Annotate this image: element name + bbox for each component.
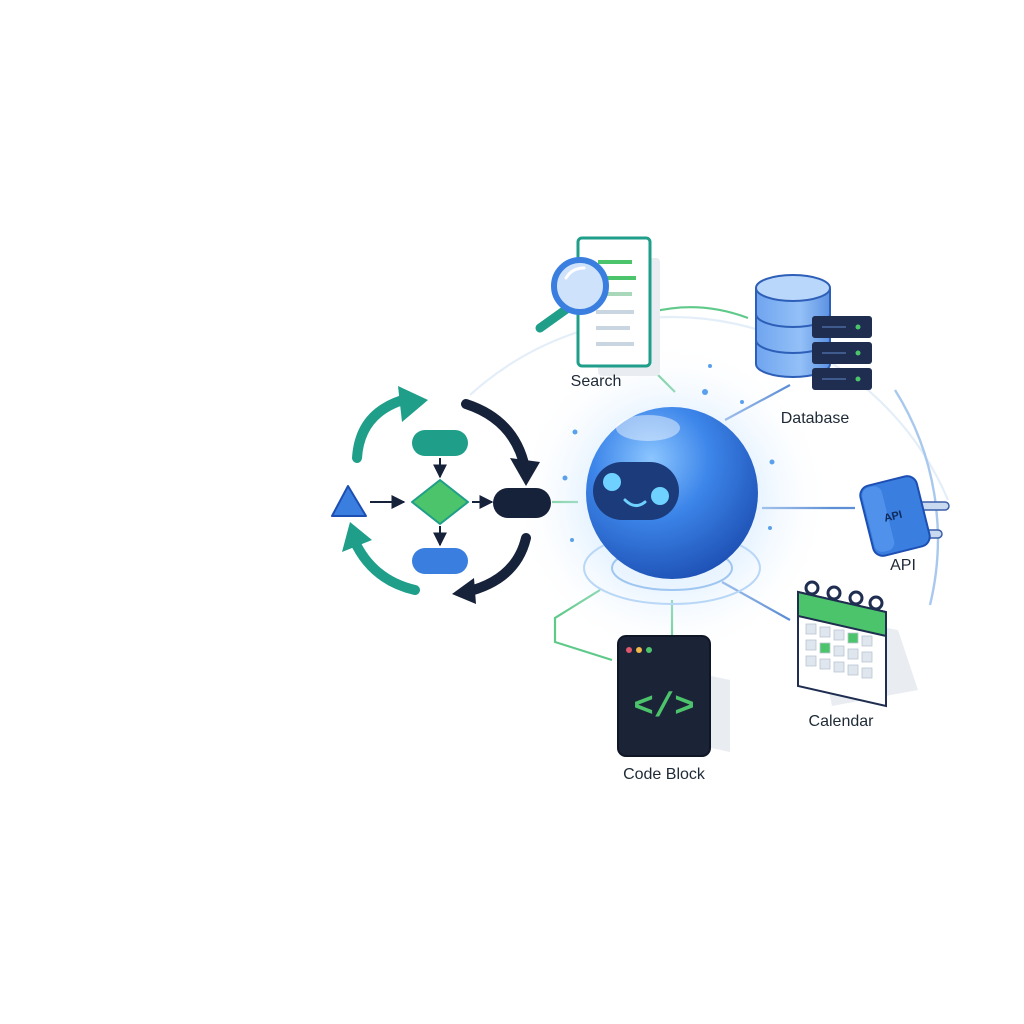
robot-face-orb-icon (593, 462, 679, 520)
flow-pill-bottom (412, 548, 468, 574)
agent-orb (512, 340, 832, 660)
calendar-icon (797, 580, 918, 708)
sparkle-dots (562, 364, 775, 542)
connector-search (651, 306, 749, 320)
api-plug-icon: API (859, 475, 950, 557)
tool-code-block: </> Code Block (617, 635, 730, 783)
search-label: Search (571, 373, 622, 390)
orbit-ring (469, 315, 950, 501)
calendar-grid (805, 623, 873, 679)
cycle-arrows-icon (342, 386, 540, 604)
calendar-label: Calendar (809, 713, 875, 730)
flow-pill-output (493, 488, 551, 518)
tool-calendar: Calendar (797, 580, 918, 730)
arrow-navy-bottom (461, 533, 531, 597)
code-window-icon: </> (617, 635, 730, 757)
database-server-icon (755, 274, 872, 390)
orbit-ring-right (893, 389, 940, 606)
search-document-icon (535, 236, 660, 376)
flow-diamond (411, 479, 469, 525)
tool-search: Search (535, 236, 660, 390)
tool-api: API API (859, 475, 950, 574)
flow-triangle (331, 485, 367, 517)
arrow-teal-bottom (349, 535, 420, 595)
database-label: Database (781, 410, 850, 427)
orb-highlight (616, 415, 680, 441)
api-plug-text: API (883, 509, 904, 525)
flow-pill-top (412, 430, 468, 456)
code-block-label: Code Block (623, 766, 706, 783)
code-glyph: </> (633, 689, 694, 727)
arrow-navy-top (461, 399, 530, 473)
api-label: API (890, 557, 916, 574)
flowchart-icon (331, 430, 551, 574)
tool-database: Database (755, 274, 872, 427)
